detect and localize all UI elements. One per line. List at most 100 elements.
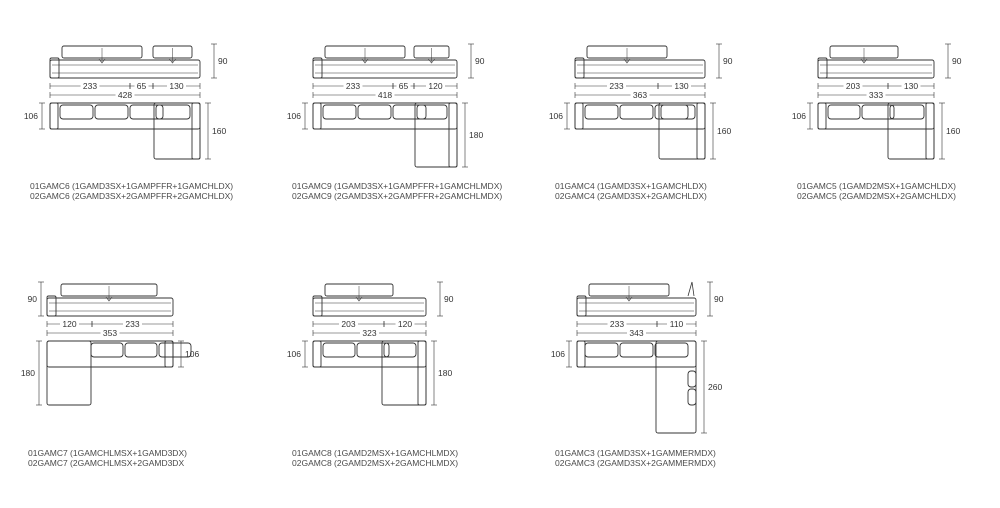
label-mask: [607, 319, 627, 329]
model-code-01: 01GAMC9 (1GAMD3SX+1GAMPFFR+1GAMCHLMDX): [292, 181, 503, 191]
model-code-01: 01GAMC6 (1GAMD3SX+1GAMPFFR+1GAMCHLDX): [30, 181, 234, 191]
model-code-02: 02GAMC5 (2GAMD2MSX+2GAMCHLDX): [797, 191, 956, 201]
chaise: [658, 102, 706, 160]
chaise: [414, 102, 458, 168]
cushion-tuft: [623, 58, 631, 64]
label-mask: [123, 319, 142, 329]
model-code-01: 01GAMC5 (1GAMD2MSX+1GAMCHLDX): [797, 181, 956, 191]
armrest: [49, 102, 59, 130]
chaise-depth-dimension: 160: [946, 126, 960, 136]
plan-body: [576, 340, 697, 368]
label-mask: [630, 90, 650, 100]
armrest: [312, 295, 323, 317]
segment-dimension: 130: [169, 81, 183, 91]
chaise-depth-dimension: 180: [438, 368, 452, 378]
armrest: [49, 57, 60, 79]
model-code-02: 02GAMC3 (2GAMD3SX+2GAMMERMDX): [555, 458, 716, 468]
label-mask: [375, 90, 395, 100]
front-view: [312, 283, 427, 317]
model-code-01: 01GAMC8 (1GAMD2MSX+1GAMCHLMDX): [292, 448, 459, 458]
armrest: [312, 57, 323, 79]
cushion-tuft: [428, 58, 435, 64]
seat-cushion: [827, 104, 861, 120]
seat-base: [46, 297, 174, 317]
armrest: [576, 340, 586, 368]
label-mask: [843, 81, 863, 91]
corner-chaise: [655, 340, 697, 434]
cushion-tuft: [361, 58, 369, 64]
chaise: [46, 340, 92, 406]
model-code-02: 02GAMC6 (2GAMD3SX+2GAMPFFR+2GAMCHLDX): [30, 191, 234, 201]
segment-dimension: 233: [346, 81, 360, 91]
front-view: [576, 281, 697, 317]
height-dimension: 90: [723, 56, 733, 66]
label-mask: [60, 319, 79, 329]
model-codes: 01GAMC9 (1GAMD3SX+1GAMPFFR+1GAMCHLMDX)02…: [292, 181, 502, 201]
label-mask: [672, 81, 691, 91]
depth-dimension: 106: [792, 111, 806, 121]
seat-cushion: [124, 342, 158, 358]
front-view: [46, 283, 174, 317]
plan-body: [817, 102, 935, 130]
seat-cushion: [584, 342, 619, 358]
plan-view: [49, 102, 201, 160]
depth-dimension: 106: [287, 349, 301, 359]
plan-view: [817, 102, 935, 160]
seat-cushion: [90, 342, 124, 358]
plan-body: [312, 102, 458, 130]
depth-dimension: 106: [551, 349, 565, 359]
seat-cushion: [129, 104, 164, 120]
model-code-02: 02GAMC4 (2GAMD3SX+2GAMCHLDX): [555, 191, 707, 201]
chaise: [887, 102, 935, 160]
depth-dimension: 106: [549, 111, 563, 121]
seat-cushion: [357, 104, 392, 120]
label-mask: [115, 90, 135, 100]
segment-dimension: 110: [670, 319, 684, 329]
chaise-depth-dimension: 180: [469, 130, 483, 140]
segment-dimension: 233: [125, 319, 139, 329]
seat-cushion: [158, 342, 192, 358]
model-codes: 01GAMC8 (1GAMD2MSX+1GAMCHLMDX)02GAMC8 (2…: [292, 448, 458, 468]
segment-dimension: 203: [341, 319, 355, 329]
seat-cushion: [356, 342, 390, 358]
height-dimension: 90: [28, 294, 38, 304]
chaise-armrest: [925, 102, 935, 160]
label-mask: [627, 328, 646, 338]
label-mask: [426, 81, 445, 91]
label-mask: [80, 81, 100, 91]
plan-body: [46, 340, 174, 368]
seat-cushion: [584, 104, 619, 120]
plan-body: [312, 340, 427, 368]
cushion-tuft: [355, 296, 363, 302]
segment-dimension: 203: [846, 81, 860, 91]
label-mask: [134, 81, 149, 91]
model-code-02: 02GAMC7 (2GAMCHLMSX+2GAMD3DX: [28, 458, 185, 468]
segment-dimension: 120: [62, 319, 76, 329]
chaise-cushion: [660, 104, 696, 120]
seat-cushion: [94, 104, 129, 120]
plan-body: [574, 102, 706, 130]
segment-dimension: 130: [674, 81, 688, 91]
armrest: [46, 295, 57, 317]
armrest: [574, 57, 585, 79]
seat-base: [576, 297, 697, 317]
plan-view: [574, 102, 706, 160]
seat-cushion: [619, 342, 654, 358]
plan-body: [49, 102, 201, 130]
model-code-02: 02GAMC9 (2GAMD3SX+2GAMPFFR+2GAMCHLMDX): [292, 191, 503, 201]
seat-cushion: [392, 104, 427, 120]
seat-cushion: [619, 104, 654, 120]
model-codes: 01GAMC4 (1GAMD3SX+1GAMCHLDX)02GAMC4 (2GA…: [555, 181, 707, 201]
seat-cushion: [654, 104, 689, 120]
seat-base: [49, 59, 201, 79]
label-mask: [100, 328, 120, 338]
front-view: [312, 45, 458, 79]
label-mask: [667, 319, 686, 329]
armrest: [817, 57, 828, 79]
height-dimension: 90: [952, 56, 962, 66]
height-dimension: 90: [475, 56, 485, 66]
